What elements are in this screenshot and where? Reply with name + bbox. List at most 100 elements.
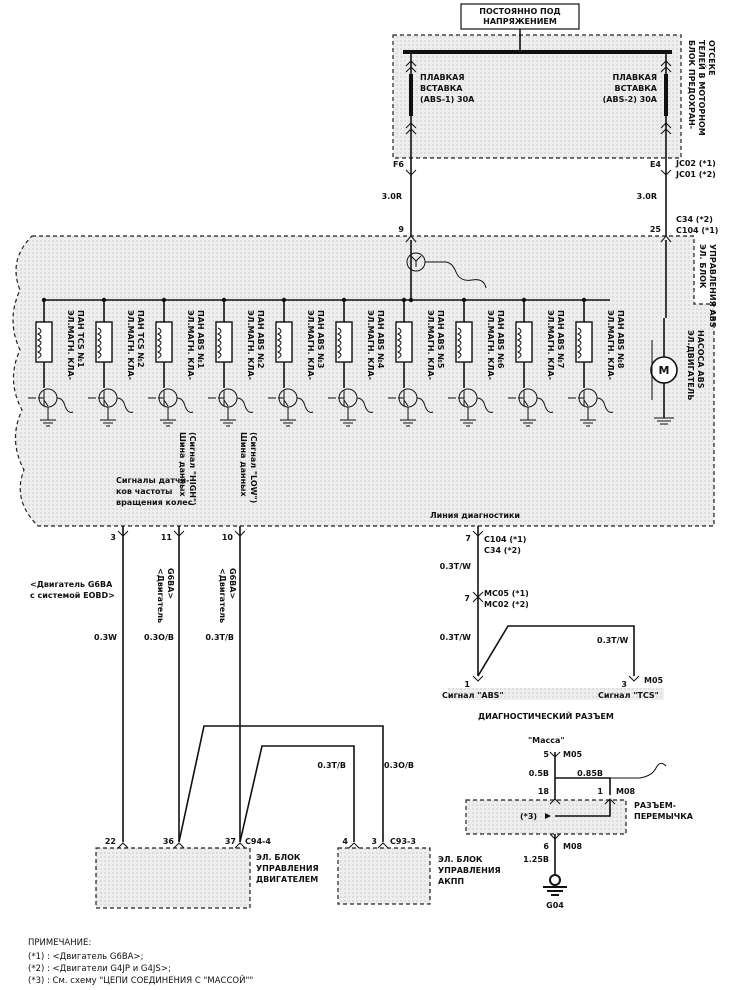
solenoid-valve: ЭЛ.МАГН. КЛА-ПАН ABS №8 (568, 297, 625, 427)
wire-3-0r-right: 3.0R (637, 192, 657, 201)
pin-10: 10 (222, 533, 234, 542)
solenoid-valve: ЭЛ.МАГН. КЛА-ПАН TCS №2 (88, 297, 145, 427)
motor-label: ЭЛ.ДВИГАТЕЛЬ НАСОСА ABS (686, 330, 705, 400)
svg-text:ЭЛ.МАГН. КЛА-: ЭЛ.МАГН. КЛА- (126, 310, 135, 380)
note-1: (*1) : <Двигатель G6BA>; (28, 952, 144, 962)
wire-3-0r-left: 3.0R (382, 192, 402, 201)
svg-text:ПАН ABS №4: ПАН ABS №4 (376, 310, 385, 369)
abs-unit-box (12, 235, 715, 527)
svg-text:Шина данных: Шина данных (239, 432, 248, 497)
fuse1-label-1: ПЛАВКАЯ (420, 73, 465, 82)
conn-jc02: JC02 (*1) (675, 159, 716, 168)
pin-f6: F6 (393, 160, 404, 169)
svg-text:ЭЛ.ДВИГАТЕЛЬ: ЭЛ.ДВИГАТЕЛЬ (686, 330, 695, 400)
svg-text:ПАН ABS №3: ПАН ABS №3 (316, 310, 325, 368)
svg-text:БЛОК ПРЕДОХРАН-: БЛОК ПРЕДОХРАН- (687, 40, 696, 129)
diag-wire-label-1: 0.3T/W (440, 562, 472, 571)
tcm-label-2: УПРАВЛЕНИЯ (438, 866, 501, 875)
engine-note-1a: <Двигатель G6BA (30, 580, 113, 589)
pin-25: 25 (650, 225, 662, 234)
solenoid-valve: ЭЛ.МАГН. КЛА-ПАН TCS №1 (28, 297, 85, 427)
diag-pin-3: 3 (621, 680, 627, 689)
svg-text:ЭЛ.МАГН. КЛА-: ЭЛ.МАГН. КЛА- (246, 310, 255, 380)
abs-unit-label: ЭЛ. БЛОК УПРАВЛЕНИЯ ABS (698, 244, 717, 328)
solenoid-valve: ЭЛ.МАГН. КЛА-ПАН ABS №1 (148, 297, 205, 427)
g-m08: M08 (616, 787, 636, 796)
valve-label: ЭЛ.МАГН. КЛА-ПАН ABS №6 (486, 310, 505, 380)
notes-title: ПРИМЕЧАНИЕ: (28, 938, 92, 948)
valve-label: ЭЛ.МАГН. КЛА-ПАН ABS №2 (246, 310, 265, 380)
wheel-signals-3: вращения колес (116, 498, 193, 507)
solenoid-valve: ЭЛ.МАГН. КЛА-ПАН ABS №6 (448, 297, 505, 427)
valve-label: ЭЛ.МАГН. КЛА-ПАН TCS №1 (66, 310, 85, 380)
ground-symbol (543, 874, 567, 896)
wire-to-tcm-4 (239, 745, 355, 843)
svg-text:ОТСЕКЕ: ОТСЕКЕ (707, 40, 716, 76)
constant-power-label-2: НАПРЯЖЕНИЕМ (483, 17, 557, 26)
sig-abs: Сигнал "ABS" (442, 691, 504, 700)
w-1-25b: 1.25B (523, 855, 549, 864)
note-3: (*3) : См. схему "ЦЕПИ СОЕДИНЕНИЯ С "МАС… (28, 976, 254, 986)
diag-wire-label-2: 0.3T/W (440, 633, 472, 642)
ecu-pin-22: 22 (105, 837, 116, 846)
g-pin-18: 18 (538, 787, 550, 796)
diag-mc05: MC05 (*1) (484, 589, 529, 598)
svg-text:G6BA>: G6BA> (166, 568, 175, 599)
note-2: (*2) : <Двигатели G4JP и G4JS>; (28, 964, 171, 974)
tcm-connector: C93-3 (390, 837, 416, 846)
svg-text:ПАН ABS №2: ПАН ABS №2 (256, 310, 265, 368)
diag-pin-1: 1 (464, 680, 470, 689)
diag-pin-7: 7 (465, 534, 471, 543)
can-low-label: Шина данных (Сигнал "LOW") (239, 432, 258, 503)
ecu-label-1: ЭЛ. БЛОК (256, 853, 301, 862)
g-m05: M05 (563, 750, 583, 759)
valve-label: ЭЛ.МАГН. КЛА-ПАН ABS №4 (366, 310, 385, 380)
wire-0-3w: 0.3W (94, 633, 117, 642)
svg-text:M: M (659, 364, 670, 377)
diag-wire-label-3: 0.3T/W (597, 636, 629, 645)
jumper-label-1: РАЗЪЕМ- (634, 801, 676, 810)
engine-note-3: <Двигатель G6BA> (218, 568, 237, 623)
svg-text:ПАН TCS №1: ПАН TCS №1 (76, 310, 85, 368)
valve-label: ЭЛ.МАГН. КЛА-ПАН ABS №7 (546, 310, 565, 380)
ecu-pin-37: 37 (225, 837, 236, 846)
ecu-label-2: УПРАВЛЕНИЯ (256, 864, 319, 873)
g-pin-1: 1 (597, 787, 603, 796)
main-relay-transistor (406, 252, 487, 289)
svg-text:НАСОСА ABS: НАСОСА ABS (696, 330, 705, 389)
g-pin-5: 5 (543, 750, 549, 759)
fuse-abs-1 (405, 52, 417, 160)
ecu-connector: C94-4 (245, 837, 271, 846)
svg-text:ПАН ABS №8: ПАН ABS №8 (616, 310, 625, 369)
star3-label: (*3) (520, 812, 537, 821)
svg-text:G6BA>: G6BA> (228, 568, 237, 599)
g04-label: G04 (546, 901, 564, 910)
svg-text:ЭЛ.МАГН. КЛА-: ЭЛ.МАГН. КЛА- (306, 310, 315, 380)
diag-m05: M05 (644, 676, 664, 685)
diag-pin-7b: 7 (464, 594, 470, 603)
fuse2-label-2: ВСТАВКА (615, 84, 658, 93)
fuse-abs-2 (660, 52, 672, 160)
svg-text:Шина данных: Шина данных (178, 432, 187, 497)
engine-note-2: <Двигатель G6BA> (156, 568, 175, 623)
tcm-box (337, 847, 431, 905)
svg-text:(Сигнал "LOW"): (Сигнал "LOW") (249, 432, 258, 503)
fuse2-label-3: (ABS-2) 30A (603, 95, 658, 104)
constant-power-box (460, 3, 580, 30)
svg-text:(Сигнал "HIGH"): (Сигнал "HIGH") (188, 432, 197, 506)
conn-jc01: JC01 (*2) (675, 170, 716, 179)
w-0-5b: 0.5B (529, 769, 549, 778)
svg-text:ЭЛ.МАГН. КЛА-: ЭЛ.МАГН. КЛА- (606, 310, 615, 380)
svg-text:ПАН ABS №6: ПАН ABS №6 (496, 310, 505, 369)
wheel-signals-2: ков частоты (116, 487, 172, 496)
solenoid-valve: ЭЛ.МАГН. КЛА-ПАН ABS №3 (268, 297, 325, 427)
pin-9: 9 (398, 225, 404, 234)
diag-mc02: MC02 (*2) (484, 600, 529, 609)
svg-text:ПАН ABS №1: ПАН ABS №1 (196, 310, 205, 369)
sig-tcs: Сигнал "TCS" (598, 691, 659, 700)
diag-connector-title: ДИАГНОСТИЧЕСКИЙ РАЗЪЕМ (478, 710, 614, 721)
ecu-label-3: ДВИГАТЕЛЕМ (256, 875, 318, 884)
pin-e4: E4 (650, 160, 661, 169)
svg-text:ЭЛ.МАГН. КЛА-: ЭЛ.МАГН. КЛА- (186, 310, 195, 380)
fuse1-label-3: (ABS-1) 30A (420, 95, 475, 104)
